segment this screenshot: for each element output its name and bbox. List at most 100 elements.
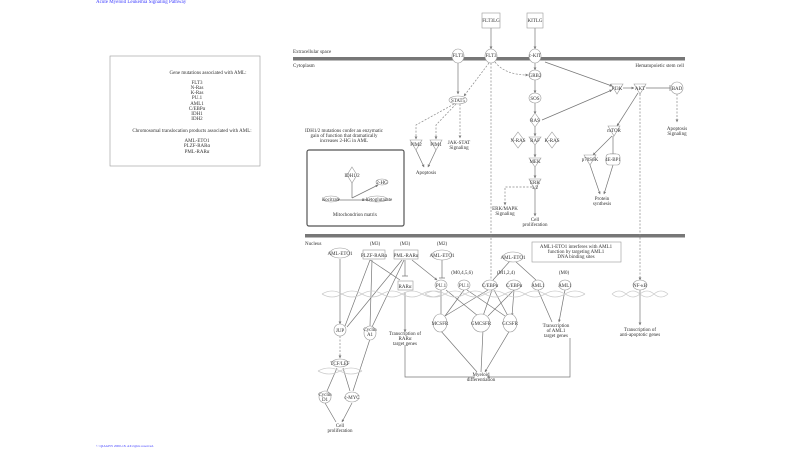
node-mcsfr[interactable]: MCSFR	[432, 313, 449, 333]
node-label: PML-RARα	[394, 254, 419, 259]
node-label: Cyclin	[363, 328, 377, 333]
node-label: p70S6K	[582, 158, 599, 163]
node-flt3-2[interactable]: FLT3	[484, 48, 498, 64]
node-label: PU.1	[459, 284, 470, 289]
node-idh12[interactable]: IDH1/2	[344, 166, 360, 184]
node-mtor[interactable]: mTOR	[607, 125, 622, 137]
node-mek[interactable]: MEK	[528, 157, 542, 168]
nuclear-membrane	[305, 234, 685, 238]
node-kitlg[interactable]: KITLG	[526, 12, 544, 29]
node-flt3lg[interactable]: FLT3LG	[481, 12, 501, 29]
node-c-myc[interactable]: c-MYC	[344, 391, 360, 403]
nucleus-label: Nucleus	[305, 242, 321, 247]
node-pim1[interactable]: PIM1	[429, 139, 443, 151]
node-aml1-2[interactable]: AML1	[558, 279, 572, 291]
node-cebpa-1[interactable]: C/EBPα	[482, 279, 499, 291]
node-label: ERK	[530, 181, 540, 186]
node-p70s6k[interactable]: p70S6K	[582, 154, 599, 166]
node-label: Signaling	[495, 212, 515, 217]
node-rara[interactable]: RARα	[397, 280, 414, 291]
node-4e-bp1[interactable]: 4E-BP1	[605, 153, 621, 166]
node-label: Protein	[595, 197, 610, 202]
node-tcf-lef[interactable]: TCF/LEF	[330, 358, 350, 368]
node-isocitrate[interactable]: isocitrate	[322, 195, 341, 203]
node-label: JUP	[336, 329, 345, 334]
copyright-footer: © QIAGEN 2000-18. All rights reserved.	[96, 444, 154, 448]
node-aml1-1[interactable]: AML1	[531, 279, 545, 291]
node-bad[interactable]: BAD	[670, 81, 684, 95]
node-pi3k[interactable]: PI3K	[610, 83, 624, 95]
translocation-item: PLZF-RARα	[184, 144, 211, 149]
node-aml-eto1-2[interactable]: AML-ETO1	[430, 249, 455, 261]
node-gcsfr[interactable]: GCSFR	[502, 313, 519, 333]
node-label: GMCSFR	[471, 322, 492, 327]
idh-note: IDH1/2 mutations confer an enzymatic gai…	[305, 129, 384, 144]
node-sos[interactable]: SOS	[528, 92, 542, 104]
node-label: differentiation	[467, 378, 496, 383]
mutation-item: C/EBPα	[189, 107, 206, 112]
node-label: Apoptosis	[416, 171, 436, 176]
translocation-item: AML-ETO1	[185, 139, 210, 144]
node-label: N-RAS	[510, 139, 525, 144]
node-label: BAD	[672, 87, 683, 92]
node-cebpa-2[interactable]: C/EBPα	[506, 279, 523, 291]
node-ras[interactable]: RAS	[529, 112, 541, 128]
node-label: AML1	[531, 284, 545, 289]
node-grb2[interactable]: GRB2	[529, 69, 542, 81]
node-gmcsfr[interactable]: GMCSFR	[471, 313, 492, 333]
node-alpha-ketoglutarate[interactable]: α-ketoglutarate	[362, 195, 393, 203]
node-flt3-1[interactable]: FLT3	[451, 48, 465, 64]
node-pml-rara[interactable]: PML-RARα	[394, 249, 419, 260]
legend-box: Gene mutations associated with AML: FLT3…	[109, 55, 261, 167]
node-ckit[interactable]: c-KIT	[528, 48, 542, 64]
node-label: mTOR	[607, 129, 621, 134]
node-raf[interactable]: RAF	[528, 136, 542, 146]
mutation-item: IDH1	[191, 112, 203, 117]
node-2hg[interactable]: 2-HG	[375, 178, 389, 186]
node-plzf-rara[interactable]: PLZF-RARα	[361, 249, 388, 260]
mutation-item: AML1	[190, 102, 204, 107]
node-label: Cyclin	[318, 393, 332, 398]
node-label: Transcription	[543, 324, 570, 329]
node-label: Myeloid	[473, 373, 490, 378]
node-label: KITLG	[528, 19, 543, 24]
node-label: FLT3	[453, 54, 464, 59]
node-aml-eto1-1[interactable]: AML-ETO1	[328, 247, 353, 259]
node-label: SOS	[530, 97, 539, 102]
node-apoptosis[interactable]: Apoptosis	[416, 171, 436, 176]
note-line: increases 2-HG in AML	[320, 139, 368, 144]
node-jup[interactable]: JUP	[333, 323, 347, 337]
node-label: AML-ETO1	[328, 252, 353, 257]
node-stat5[interactable]: STAT5	[448, 95, 468, 105]
subtype-label: (M0)	[559, 271, 570, 276]
node-pu1-2[interactable]: PU.1	[457, 279, 471, 291]
mitochondrion-box: Mitochondrion matrix	[306, 149, 405, 227]
node-nfkb[interactable]: NF-κB	[632, 279, 648, 291]
dna-helix	[317, 290, 669, 375]
node-pim2[interactable]: PIM2	[409, 139, 423, 151]
node-akt[interactable]: AKT	[633, 83, 647, 95]
subtype-label: (M3)	[400, 242, 411, 247]
note-line: function by targeting AML1	[548, 250, 605, 255]
node-label: RAF	[530, 139, 540, 144]
node-kras[interactable]: K-RAS	[544, 131, 560, 149]
node-nras[interactable]: N-RAS	[510, 131, 526, 149]
node-aml-eto1-3[interactable]: AML-ETO1	[501, 251, 526, 263]
node-label: c-KIT	[529, 54, 541, 59]
node-label: IDH1/2	[344, 174, 360, 179]
node-pu1-1[interactable]: PU.1	[434, 279, 448, 291]
node-label: proliferation	[523, 223, 548, 228]
